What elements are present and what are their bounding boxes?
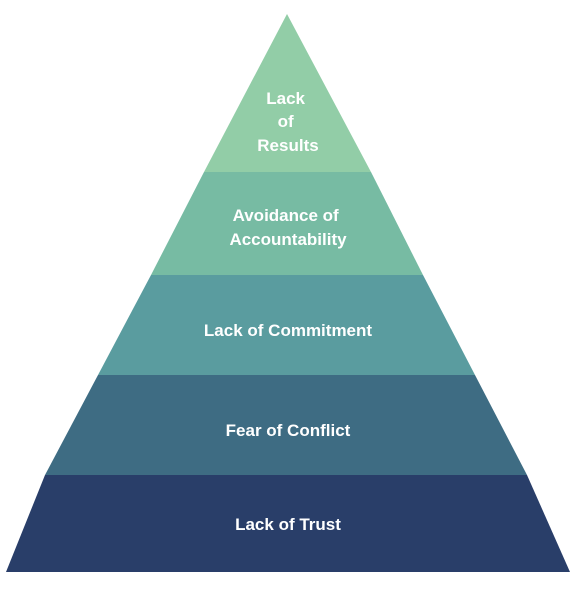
tier-1-label-line-2: of (278, 112, 294, 131)
tier-5-label: Lack of Trust (235, 515, 341, 534)
tier-2-label: Avoidance of Accountability (229, 206, 347, 249)
tier-1-label: Lack of Results (257, 89, 318, 155)
tier-1-label-line-1: Lack (266, 89, 305, 108)
tier-1-label-line-3: Results (257, 136, 318, 155)
tier-2-shape (151, 172, 423, 275)
tier-1-shape (204, 14, 371, 172)
tier-5-shape (6, 475, 570, 572)
tier-2-label-line-2: Accountability (229, 230, 347, 249)
tier-3-label: Lack of Commitment (204, 321, 372, 340)
tier-4-label: Fear of Conflict (226, 421, 351, 440)
tier-3-shape (98, 275, 475, 375)
tier-4-shape (45, 375, 527, 475)
tier-2-label-line-1: Avoidance of (233, 206, 339, 225)
